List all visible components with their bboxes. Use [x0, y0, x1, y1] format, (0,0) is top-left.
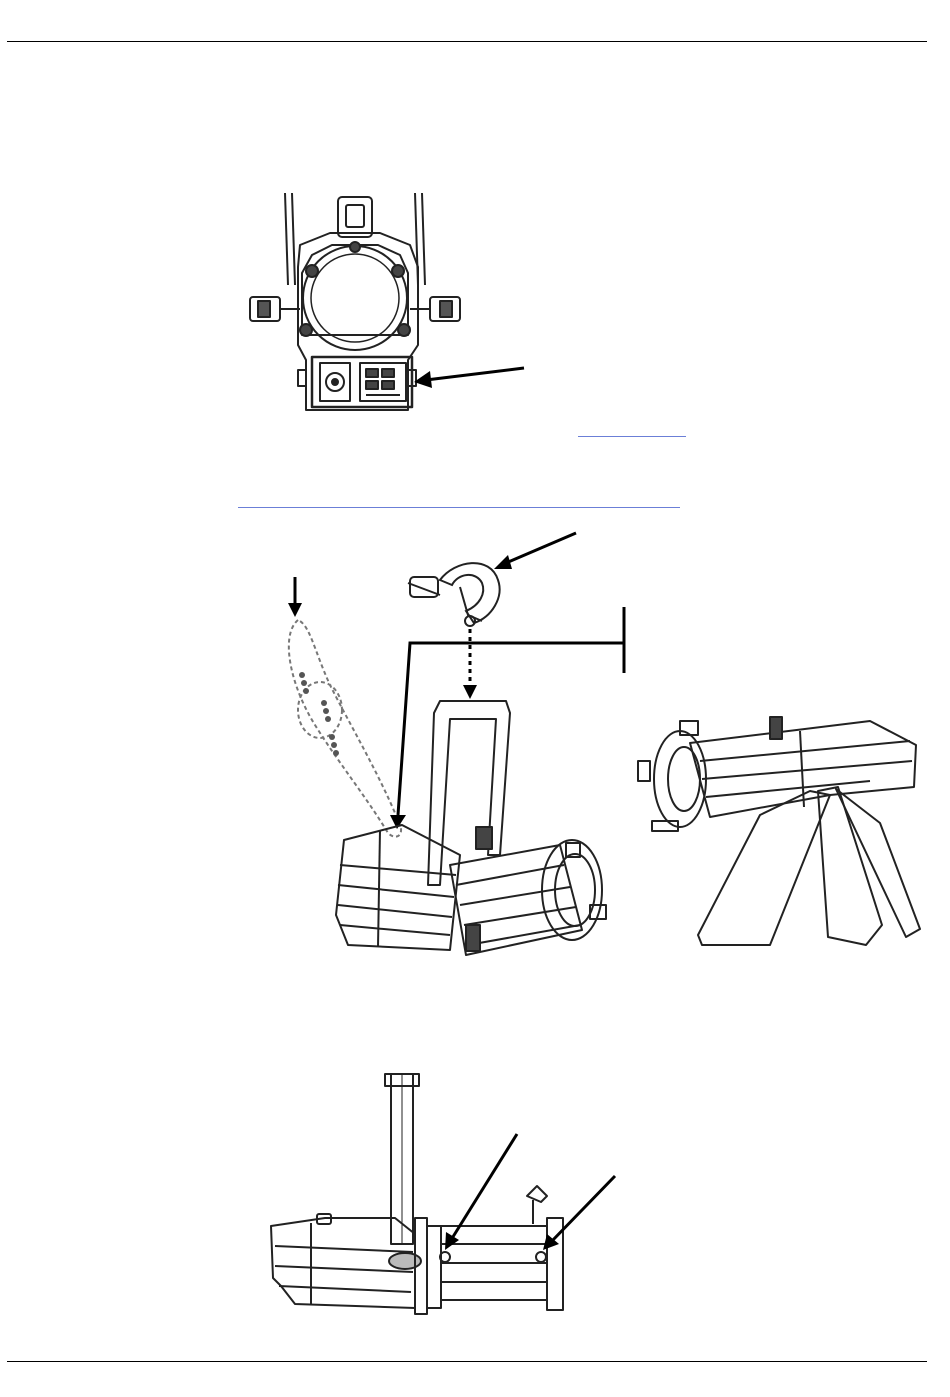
fixture-mounting-diagram — [270, 525, 930, 975]
fixture-side-view — [265, 1068, 625, 1328]
link-underline[interactable] — [238, 507, 680, 508]
footer-rule — [7, 1361, 927, 1362]
fixture-front-view — [240, 185, 540, 415]
header-rule — [7, 41, 927, 42]
link-underline[interactable] — [578, 436, 686, 437]
